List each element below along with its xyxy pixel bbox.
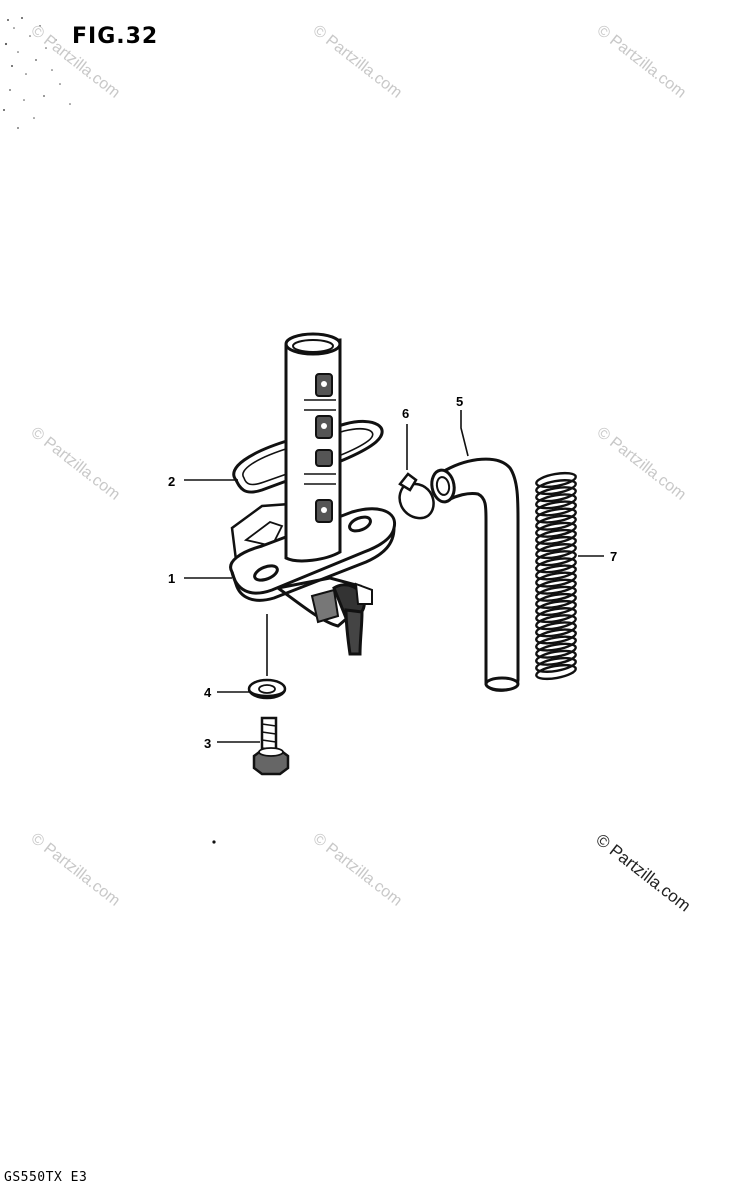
spring-coil — [535, 578, 577, 595]
spring-coil — [535, 642, 577, 659]
spring-coil — [535, 543, 577, 560]
spring-coil — [535, 635, 577, 652]
spring-coil — [535, 557, 577, 574]
spring-coil — [535, 564, 577, 581]
spring-coil — [535, 471, 577, 489]
bolt-icon — [252, 716, 290, 776]
spring-coil — [535, 628, 577, 645]
spring-coil — [535, 479, 577, 496]
callout-part-3: 3 — [204, 736, 211, 751]
scan-dot — [212, 840, 216, 844]
spring-coil — [535, 599, 577, 617]
spring-coil — [535, 528, 577, 545]
washer-icon — [247, 678, 287, 700]
spring-coil — [535, 550, 577, 567]
spring-coil — [535, 493, 577, 510]
scan-noise — [3, 17, 71, 129]
o-ring-icon — [232, 419, 384, 494]
spring-coil — [535, 592, 577, 609]
spring-coil — [535, 486, 577, 503]
callout-part-5: 5 — [456, 394, 463, 409]
figure-title: FIG.32 — [72, 24, 159, 49]
model-code: GS550TX E3 — [4, 1170, 88, 1185]
fuel-cock-body-icon — [229, 332, 397, 656]
spring-icon — [535, 471, 577, 681]
spring-coil — [535, 521, 577, 538]
spring-coil — [535, 500, 577, 517]
callout-part-7: 7 — [610, 549, 617, 564]
hose-icon — [430, 457, 520, 692]
clip-icon — [398, 472, 435, 520]
spring-coil — [535, 663, 577, 681]
spring-coil — [535, 649, 577, 666]
spring-coil — [535, 621, 577, 638]
callout-part-4: 4 — [204, 685, 212, 700]
callout-part-2: 2 — [168, 474, 175, 489]
spring-coil — [535, 614, 577, 631]
spring-coil — [535, 585, 577, 602]
spring-coil — [535, 607, 577, 624]
spring-coil — [535, 514, 577, 531]
spring-coil — [535, 656, 577, 673]
spring-coil — [535, 507, 577, 524]
callout-part-6: 6 — [402, 406, 409, 421]
spring-coil — [535, 535, 577, 553]
spring-coil — [535, 571, 577, 588]
callout-part-1: 1 — [168, 571, 175, 586]
callout-leaders — [184, 410, 604, 743]
